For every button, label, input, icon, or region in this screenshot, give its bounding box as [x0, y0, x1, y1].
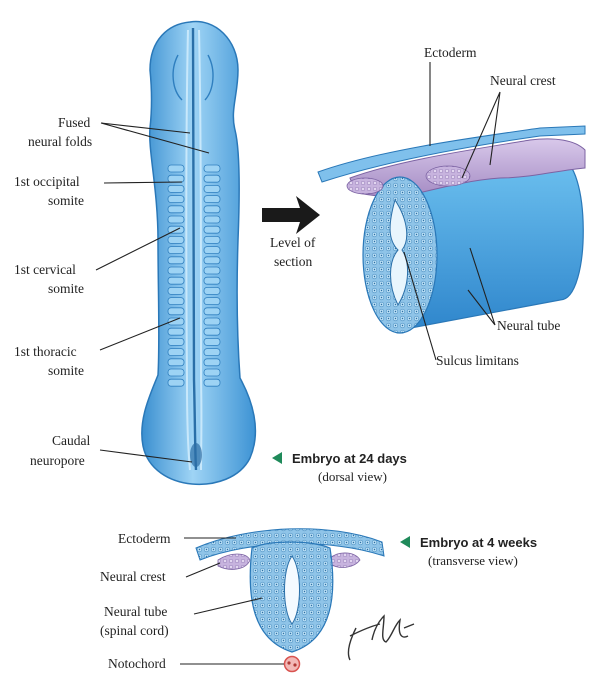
arrow-label-1: Level of: [270, 235, 316, 250]
somite-left: [168, 185, 184, 192]
leader-t-tube: [194, 598, 262, 614]
notochord: [285, 657, 300, 672]
label-caudal-2: neuropore: [30, 453, 85, 468]
somite-right: [204, 379, 220, 386]
caudal-neuropore-opening: [190, 443, 202, 467]
label-thoracic-1: 1st thoracic: [14, 344, 77, 359]
section-3d: [318, 126, 585, 333]
embryo-dorsal-view: [142, 22, 256, 485]
label-cervical-1: 1st cervical: [14, 262, 76, 277]
somite-left: [168, 369, 184, 376]
somite-left: [168, 175, 184, 182]
label-occipital-1: 1st occipital: [14, 174, 80, 189]
somite-left: [168, 257, 184, 264]
label-t-notochord: Notochord: [108, 656, 166, 671]
somite-left: [168, 165, 184, 172]
somite-right: [204, 247, 220, 254]
somite-left: [168, 206, 184, 213]
somite-right: [204, 206, 220, 213]
label-3d-sulcus: Sulcus limitans: [436, 353, 519, 368]
somite-right: [204, 287, 220, 294]
somite-left: [168, 196, 184, 203]
caption-24-title: Embryo at 24 days: [292, 451, 407, 466]
label-3d-crest: Neural crest: [490, 73, 556, 88]
label-fused-2: neural folds: [28, 134, 92, 149]
label-occipital-2: somite: [48, 193, 84, 208]
somite-right: [204, 338, 220, 345]
label-caudal-1: Caudal: [52, 433, 90, 448]
caption-24-days: Embryo at 24 days (dorsal view): [272, 451, 407, 484]
somite-right: [204, 359, 220, 366]
somite-right: [204, 298, 220, 305]
label-3d-tube: Neural tube: [497, 318, 560, 333]
black-arrow-icon: [262, 196, 320, 234]
somite-left: [168, 247, 184, 254]
somite-left: [168, 267, 184, 274]
somite-left: [168, 359, 184, 366]
somite-right: [204, 349, 220, 356]
label-fused-1: Fused: [58, 115, 91, 130]
somite-right: [204, 226, 220, 233]
somite-left: [168, 349, 184, 356]
caption-4-weeks: Embryo at 4 weeks (transverse view): [400, 535, 537, 568]
neural-crest-cut: [347, 178, 383, 194]
caption-4wk-sub: (transverse view): [428, 553, 518, 568]
somite-right: [204, 328, 220, 335]
artist-signature: [348, 616, 414, 660]
somite-right: [204, 369, 220, 376]
somite-left: [168, 236, 184, 243]
section-arrow: Level of section: [262, 196, 320, 269]
embryo-body: [142, 22, 256, 485]
somite-right: [204, 216, 220, 223]
somite-right: [204, 185, 220, 192]
caption-pointer-icon: [272, 452, 282, 464]
somite-right: [204, 165, 220, 172]
transverse-crest-right: [330, 553, 360, 568]
somite-right: [204, 267, 220, 274]
somite-right: [204, 236, 220, 243]
arrow-label-2: section: [274, 254, 312, 269]
signature-scribble: [348, 616, 414, 660]
label-cervical-2: somite: [48, 281, 84, 296]
caption-24-sub: (dorsal view): [318, 469, 387, 484]
somite-left: [168, 338, 184, 345]
somite-right: [204, 257, 220, 264]
somite-left: [168, 298, 184, 305]
transverse-view: [196, 529, 384, 672]
transverse-crest-left: [218, 554, 250, 569]
label-thoracic-2: somite: [48, 363, 84, 378]
somite-right: [204, 175, 220, 182]
somite-left: [168, 287, 184, 294]
somite-left: [168, 328, 184, 335]
somite-left: [168, 308, 184, 315]
leader-t-crest: [186, 563, 220, 577]
label-t-tube-2: (spinal cord): [100, 623, 169, 638]
label-t-ectoderm: Ectoderm: [118, 531, 171, 546]
somite-right: [204, 277, 220, 284]
somite-left: [168, 216, 184, 223]
label-3d-ectoderm: Ectoderm: [424, 45, 477, 60]
caption-4wk-title: Embryo at 4 weeks: [420, 535, 537, 550]
somite-right: [204, 308, 220, 315]
somite-left: [168, 379, 184, 386]
label-t-crest: Neural crest: [100, 569, 166, 584]
label-t-tube-1: Neural tube: [104, 604, 167, 619]
somite-left: [168, 277, 184, 284]
caption-pointer-icon: [400, 536, 410, 548]
somite-right: [204, 318, 220, 325]
somite-right: [204, 196, 220, 203]
